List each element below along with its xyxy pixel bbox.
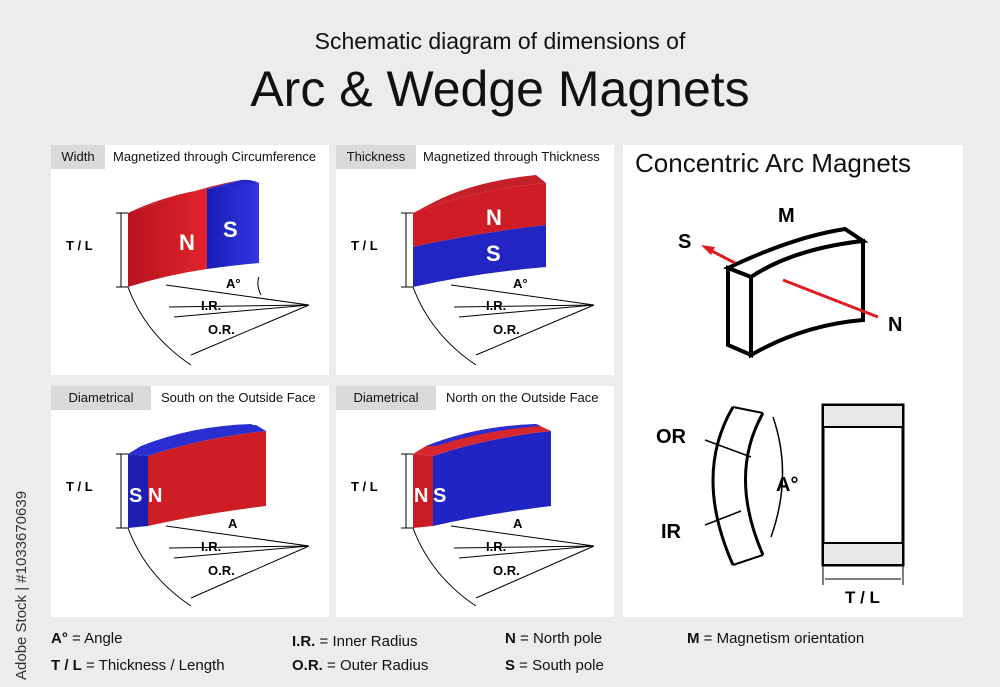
or-label: O.R.: [208, 322, 235, 337]
north-layer: [413, 183, 546, 247]
north-label: N: [148, 485, 162, 507]
north-label: N: [486, 205, 502, 230]
north-label: N: [179, 230, 195, 255]
legend-magnetism: M = Magnetism orientation: [687, 630, 865, 647]
or-label: O.R.: [493, 322, 520, 337]
panel-diametrical-north-desc: North on the Outside Face: [446, 390, 599, 405]
panel-width-diagram: T / L N S A° I.R. O.R.: [66, 179, 310, 366]
legend-angle: A° = Angle: [51, 630, 123, 647]
concentric-panel: [623, 145, 963, 617]
angle-label: A°: [776, 474, 798, 496]
legend-outer-radius: O.R. = Outer Radius: [292, 657, 429, 674]
s-label: S: [678, 231, 691, 253]
south-face: [128, 454, 148, 528]
concentric-diagram: M S N OR IR A° T / L: [656, 205, 905, 607]
watermark: Adobe Stock | #1033670639: [13, 490, 30, 680]
legend-south: S = South pole: [505, 657, 604, 674]
angle-label: A: [513, 516, 523, 531]
tl-label: T / L: [351, 238, 378, 253]
panel-diametrical-north-diagram: T / L N S A I.R. O.R.: [351, 424, 595, 607]
legend-inner-radius: I.R. = Inner Radius: [292, 633, 418, 650]
south-label: S: [129, 485, 142, 507]
south-label: S: [486, 241, 501, 266]
angle-label: A: [228, 516, 238, 531]
panel-thickness-tag: Thickness: [336, 145, 416, 169]
or-label: O.R.: [493, 563, 520, 578]
north-label: N: [414, 485, 428, 507]
north-face: [148, 431, 266, 526]
angle-label: A°: [226, 276, 241, 291]
north-face: [413, 454, 433, 528]
or-label: OR: [656, 426, 687, 448]
north-side: [128, 189, 207, 287]
south-label: S: [433, 485, 446, 507]
or-label: O.R.: [208, 563, 235, 578]
panel-diametrical-south-desc: South on the Outside Face: [161, 390, 316, 405]
panel-width: T / L N S A° I.R. O.R.: [51, 145, 329, 375]
panel-diametrical-south: T / L S N A I.R. O.R.: [51, 386, 329, 617]
tl-label: T / L: [351, 479, 378, 494]
ir-label: I.R.: [201, 298, 221, 313]
n-label: N: [888, 314, 902, 336]
south-face: [433, 431, 551, 526]
legend-north: N = North pole: [505, 630, 603, 647]
south-layer: [413, 225, 546, 287]
panel-thickness-desc: Magnetized through Thickness: [423, 149, 600, 164]
panel-diametrical-north-tag: Diametrical: [336, 386, 436, 410]
panel-thickness-diagram: T / L N S A° I.R. O.R.: [351, 175, 595, 366]
panel-width-tag: Width: [51, 145, 105, 169]
south-side: [207, 183, 259, 269]
panel-diametrical-south-tag: Diametrical: [51, 386, 151, 410]
title-line-1: Schematic diagram of dimensions of: [314, 28, 686, 54]
tl-label: T / L: [66, 479, 93, 494]
south-label: S: [223, 217, 238, 242]
ir-label: I.R.: [201, 539, 221, 554]
tl-label: T / L: [845, 588, 880, 607]
title-line-2: Arc & Wedge Magnets: [250, 61, 750, 117]
panel-diametrical-north: T / L N S A I.R. O.R.: [336, 386, 614, 617]
m-label: M: [778, 205, 795, 227]
ir-label: I.R.: [486, 539, 506, 554]
concentric-title: Concentric Arc Magnets: [635, 148, 912, 178]
legend-thickness: T / L = Thickness / Length: [51, 657, 225, 674]
ir-label: I.R.: [486, 298, 506, 313]
panel-thickness: T / L N S A° I.R. O.R.: [336, 145, 614, 375]
panel-diametrical-south-diagram: T / L S N A I.R. O.R.: [66, 424, 310, 607]
ir-label: IR: [661, 521, 682, 543]
panel-width-desc: Magnetized through Circumference: [113, 149, 317, 164]
angle-label: A°: [513, 276, 528, 291]
tl-label: T / L: [66, 238, 93, 253]
